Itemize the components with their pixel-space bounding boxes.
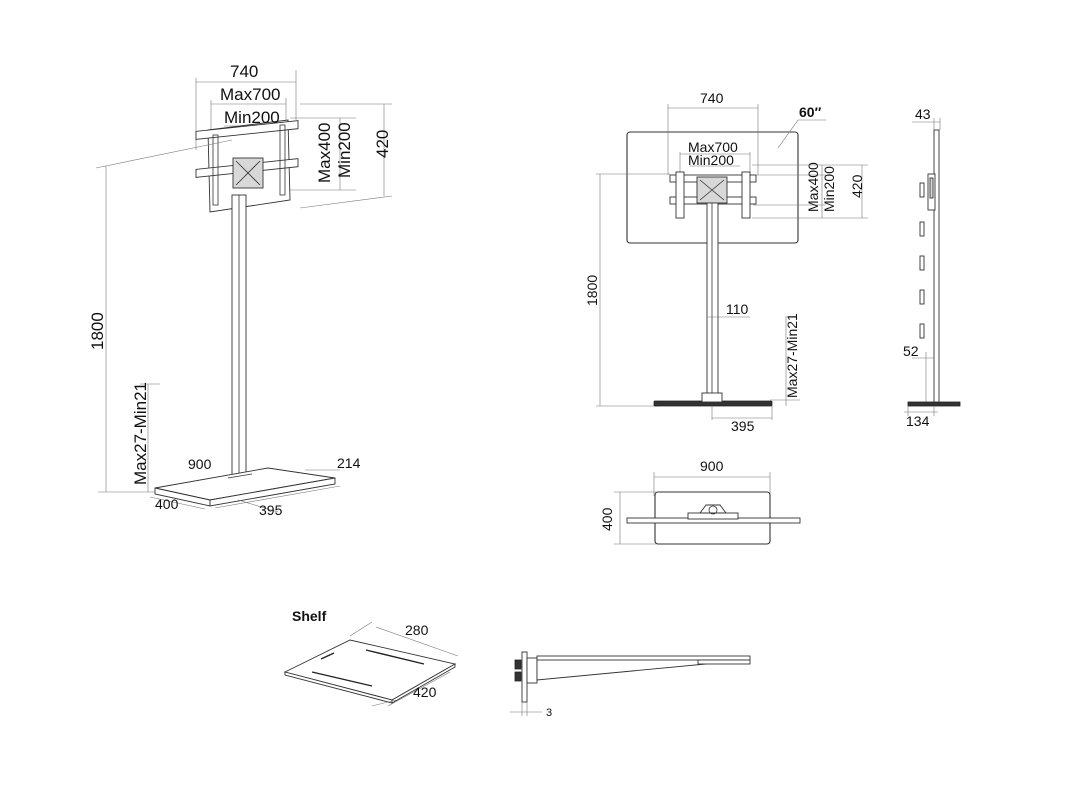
iso-vesa-v-min: Min200: [335, 122, 354, 178]
iso-vesa-h-min: Min200: [224, 108, 280, 127]
side-base-depth: 134: [906, 413, 930, 429]
shelf-iso: Shelf 280 420: [283, 608, 459, 707]
iso-base-pillar-offset: 395: [259, 502, 283, 518]
front-width: 740: [700, 90, 724, 106]
front-height-bracket: 420: [849, 174, 865, 198]
front-view: 740 60″ Max700 Min200 Max400 Min200 420 …: [584, 90, 868, 434]
side-shelf-offset: 52: [903, 343, 919, 359]
iso-base-depth: 400: [155, 496, 179, 512]
iso-vesa-h-max: Max700: [220, 85, 280, 104]
iso-view: 740 Max700 Min200 Max400 Min200 420 1800…: [88, 62, 393, 518]
iso-vesa-v-max: Max400: [315, 123, 334, 183]
top-depth: 400: [599, 507, 615, 531]
shelf-side: 3: [510, 651, 751, 719]
shelf-depth: 280: [405, 622, 429, 638]
side-top-offset: 43: [915, 106, 931, 122]
iso-base-depth-offset: 214: [337, 455, 361, 471]
shelf-thickness: 3: [546, 707, 552, 719]
iso-height-bracket: 420: [373, 130, 392, 158]
top-width: 900: [700, 458, 724, 474]
front-glass-thickness: Max27-Min21: [784, 313, 800, 398]
shelf-width: 420: [413, 684, 437, 700]
iso-glass-thickness: Max27-Min21: [131, 382, 150, 485]
front-total-height: 1800: [584, 275, 600, 306]
front-vesa-h-min: Min200: [688, 152, 734, 168]
top-view: 900 400: [599, 458, 801, 545]
iso-base-width: 900: [188, 456, 212, 472]
iso-width: 740: [230, 62, 258, 81]
front-pole-width: 110: [726, 301, 749, 317]
iso-total-height: 1800: [88, 312, 107, 350]
front-vesa-v-max: Max400: [805, 162, 821, 212]
front-vesa-v-min: Min200: [821, 166, 837, 212]
front-vesa-h-max: Max700: [688, 139, 738, 155]
shelf-title: Shelf: [292, 608, 327, 624]
front-screen-size: 60″: [799, 104, 822, 120]
front-base-offset: 395: [731, 418, 755, 434]
side-view: 43 52 134: [903, 106, 961, 429]
